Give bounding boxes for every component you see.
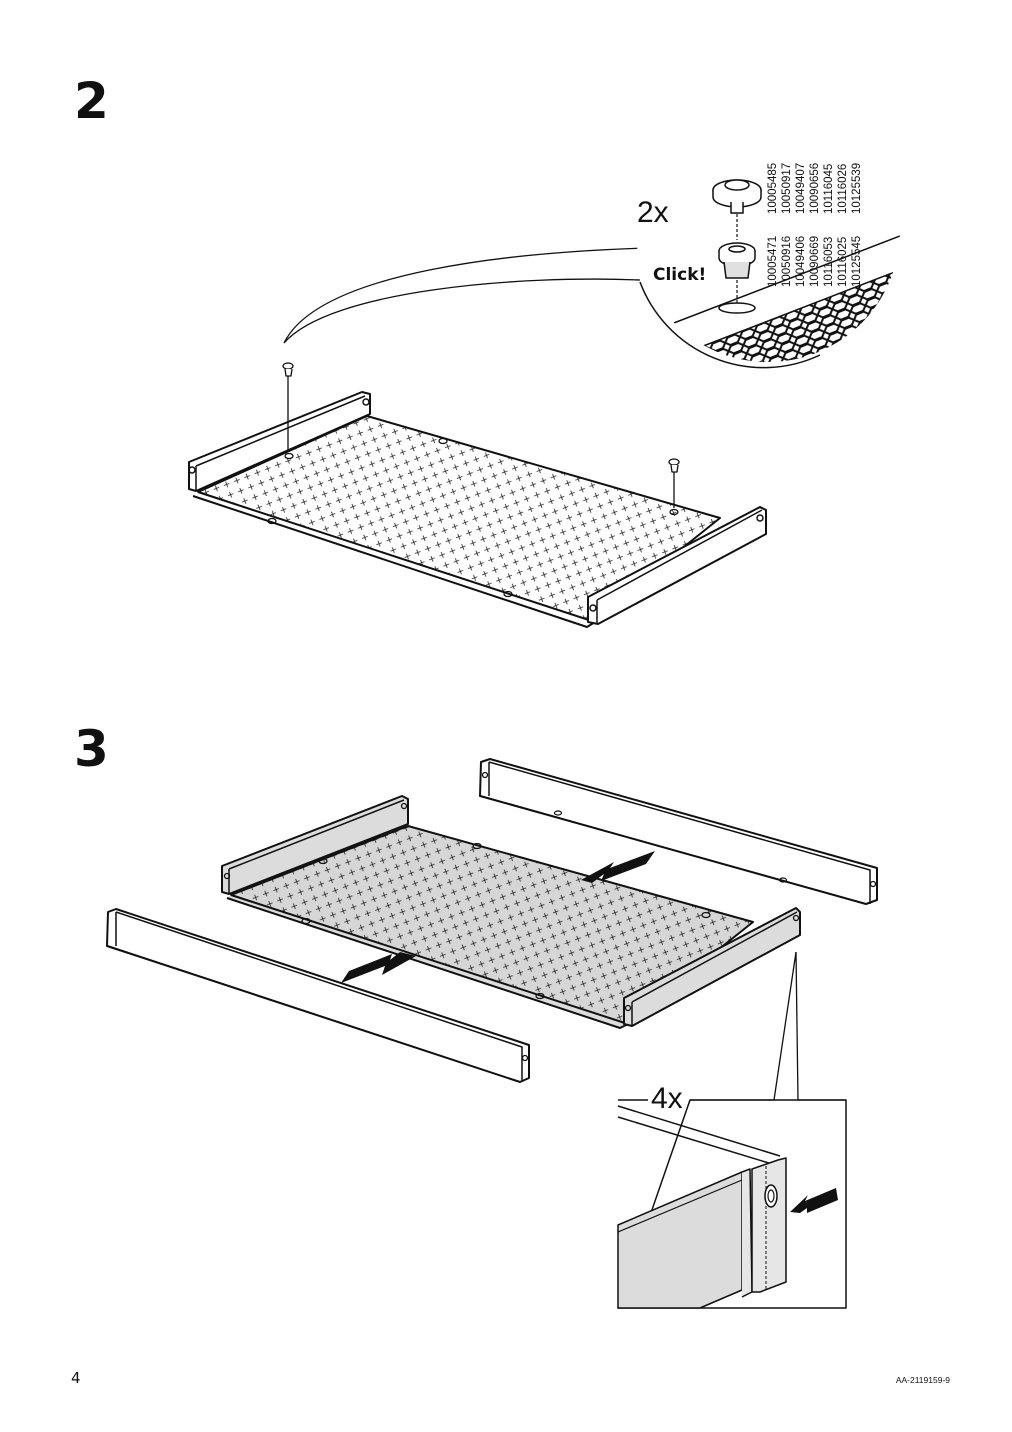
click-label: Click!	[653, 265, 706, 285]
fitting-right	[668, 458, 680, 508]
cap-part	[712, 179, 762, 214]
fitting-left	[282, 362, 294, 452]
arrow-insert	[790, 1188, 838, 1213]
page-number: 4	[71, 1369, 81, 1387]
step2-drawing	[188, 182, 767, 628]
loose-rail-left	[106, 908, 530, 1083]
tray-holes	[267, 437, 679, 598]
step2-quantity: 2x	[637, 196, 669, 229]
part-number: 10116053	[823, 237, 835, 287]
part-number: 10005471	[767, 236, 779, 287]
step3-detail-box	[617, 1099, 847, 1309]
front-rail	[587, 506, 767, 625]
step-number-2: 2	[74, 72, 109, 130]
arrow-in-right	[581, 851, 655, 883]
loose-rail-right	[479, 758, 878, 905]
part-numbers-bottom: 10005471 10050916 10049406 10090669 1011…	[767, 236, 863, 287]
part-number: 10050916	[781, 236, 793, 287]
part-number: 10116026	[837, 164, 849, 214]
part-number: 10125539	[851, 163, 863, 214]
part-numbers-top: 10005485 10050917 10049407 10090656 1011…	[767, 163, 863, 214]
part-number: 10049407	[795, 163, 807, 214]
part-number: 10090669	[809, 236, 821, 287]
tray-back-rail	[221, 795, 409, 895]
part-number: 10005485	[767, 163, 779, 214]
part-number: 10116045	[823, 164, 835, 214]
mesh-surface	[680, 270, 900, 362]
part-number: 10116025	[837, 237, 849, 287]
part-number: 10125545	[851, 236, 863, 287]
step3-quantity: 4x	[651, 1082, 683, 1115]
step3-drawing	[106, 758, 878, 1101]
tray-front-rail	[623, 907, 801, 1027]
arrow-in-left	[341, 952, 416, 983]
socket-part	[718, 242, 756, 279]
part-number: 10090656	[809, 163, 821, 214]
part-number: 10049406	[795, 236, 807, 287]
part-number: 10050917	[781, 163, 793, 214]
document-code: AA-2119159-9	[895, 1375, 950, 1385]
step-number-3: 3	[74, 720, 109, 778]
back-rail	[188, 391, 371, 492]
